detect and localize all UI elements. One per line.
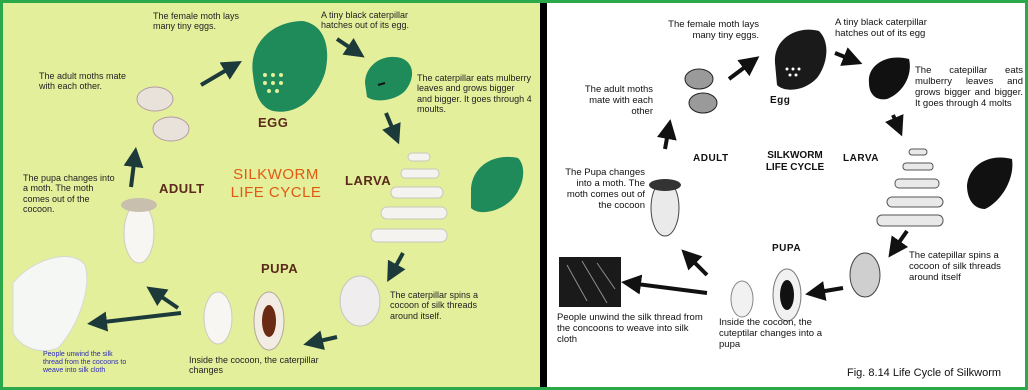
larva-molts-icon [371, 153, 447, 242]
cocoon-spinning-icon [340, 276, 380, 326]
caterpillar-hatches-caption: A tiny black caterpillar hatches out of … [321, 10, 421, 31]
title-line-2: LIFE CYCLE [755, 162, 835, 174]
inside-cocoon-caption: Inside the cocoon, the caterpillar chang… [189, 355, 334, 376]
adult-moths-icon [137, 87, 189, 141]
title-line-1: SILKWORM [755, 150, 835, 162]
silk-cloth-icon [13, 257, 87, 351]
adult-moths-caption: The adult moths mate with each other [567, 85, 653, 118]
color-lifecycle-panel: The female moth lays many tiny eggs. A t… [3, 3, 540, 387]
egg-leaf-icon [252, 21, 327, 112]
adult-stage-label: ADULT [159, 181, 205, 196]
figure-caption: Fig. 8.14 Life Cycle of Silkworm [847, 367, 1001, 379]
egg-leaf-icon [775, 30, 827, 90]
larva-leaf-icon [365, 57, 412, 101]
spins-cocoon-caption: The catepillar spins a cocoon of silk th… [909, 251, 1011, 284]
pupa-icon [773, 269, 801, 321]
people-unwind-caption: People unwind the silk thread from the c… [43, 351, 133, 375]
diagram-title: SILKWORM LIFE CYCLE [221, 166, 331, 202]
panel-divider [540, 3, 547, 387]
pupa-icon [254, 292, 284, 350]
adult-stage-label: ADULT [693, 153, 729, 164]
adult-moths-caption: The adult moths mate with each other. [39, 71, 129, 92]
mulberry-leaf-icon [967, 157, 1012, 209]
moth-emerging-icon [649, 179, 681, 236]
pupa-changes-caption: The pupa changes into a moth. The moth c… [23, 173, 121, 214]
egg-stage-label: EGG [258, 115, 288, 130]
egg-stage-label: Egg [770, 95, 790, 106]
larva-stage-label: LARVA [345, 173, 391, 188]
female-moth-caption: The female moth lays many tiny eggs. [647, 20, 759, 42]
pupa-changes-caption: The Pupa changes into a moth. The moth c… [557, 168, 645, 212]
caterpillar-eats-caption: The catepillar eats mulberry leaves and … [915, 66, 1023, 110]
larva-leaf-icon [869, 57, 910, 99]
pupa-stage-label: PUPA [772, 243, 801, 254]
spins-cocoon-caption: The caterpillar spins a cocoon of silk t… [390, 290, 490, 321]
title-line-1: SILKWORM [221, 166, 331, 184]
mulberry-leaf-icon [471, 157, 523, 212]
female-moth-caption: The female moth lays many tiny eggs. [153, 11, 258, 32]
caterpillar-eats-caption: The caterpillar eats mulberry leaves and… [417, 73, 532, 114]
pupa-stage-label: PUPA [261, 261, 298, 276]
bw-lifecycle-panel: The female moth lays many tiny eggs. A t… [547, 3, 1025, 387]
diagram-title: SILKWORM LIFE CYCLE [755, 150, 835, 174]
moth-emerging-icon [121, 198, 157, 263]
caterpillar-hatches-caption: A tiny black caterpillar hatches out of … [835, 18, 947, 40]
title-line-2: LIFE CYCLE [221, 184, 331, 202]
cocoon-spinning-icon [850, 253, 880, 297]
larva-stage-label: LARVA [843, 153, 879, 164]
adult-moths-icon [685, 69, 717, 113]
cocoon-icon [204, 292, 232, 344]
cocoon-icon [731, 281, 753, 317]
inside-cocoon-caption: Inside the cocoon, the cuteptilar change… [719, 318, 834, 351]
larva-molts-icon [877, 149, 943, 226]
silk-cloth-photo [559, 257, 621, 307]
people-unwind-caption: People unwind the silk thread from the c… [557, 313, 707, 346]
